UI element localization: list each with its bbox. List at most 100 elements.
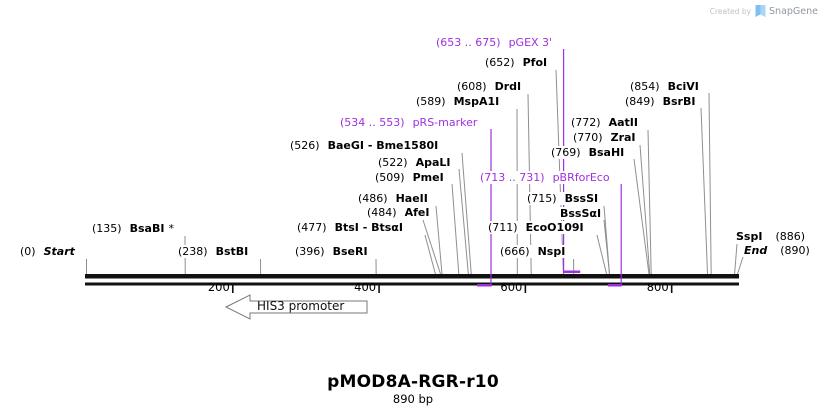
watermark-created-by: Created by [709, 6, 752, 16]
enzyme-label-EcoO109I[interactable]: (711)EcoO109I [488, 221, 584, 234]
enzyme-label-BsrBI[interactable]: (849) BsrBI [625, 95, 696, 108]
enzyme-name: BciVI [667, 80, 699, 93]
enzyme-position: (477) [297, 221, 327, 234]
enzyme-position: (770) [573, 131, 603, 144]
enzyme-label-BssSI[interactable]: (715)BssSI [527, 192, 599, 205]
ruler-tick-label-200: 200 [207, 280, 230, 294]
primer-name: pBRforEco [552, 171, 610, 184]
enzyme-name: PfoI [522, 56, 548, 69]
enzyme-connector-BaeGI [461, 152, 472, 275]
enzyme-position: (666) [500, 245, 530, 258]
enzyme-connector-BssSaI [603, 219, 610, 275]
enzyme-label-AatII[interactable]: (772)AatII [571, 116, 638, 129]
start-name: Start [43, 245, 75, 258]
start-position: (0) [20, 245, 36, 258]
enzyme-name: BaeGI - Bme1580I [327, 139, 439, 152]
enzyme-name: ZraI [610, 131, 636, 144]
enzyme-name: MspA1I [453, 95, 500, 108]
ruler-tick-600 [524, 283, 527, 293]
feature-label-his3-promoter[interactable]: HIS3 promoter [257, 299, 345, 313]
watermark-brand: SnapGene [769, 5, 818, 17]
enzyme-suffix: * [168, 222, 174, 235]
enzyme-position: (715) [527, 192, 557, 205]
enzyme-connector-SspI [734, 243, 738, 275]
enzyme-connector-BciVI [708, 92, 712, 275]
enzyme-position: (849) [625, 95, 655, 108]
end-position: (890) [780, 244, 810, 257]
enzyme-name: AfeI [404, 206, 430, 219]
enzyme-position: (608) [457, 80, 487, 93]
enzyme-connector-BsaHI [633, 158, 650, 275]
enzyme-label-BaeGI[interactable]: (526) BaeGI - Bme1580I [290, 139, 439, 152]
enzyme-connector-DrdI [527, 93, 532, 275]
enzyme-name: SspI [736, 230, 763, 243]
enzyme-connector-AatII [647, 129, 652, 275]
start-label: (0) Start [20, 245, 75, 258]
end-connector [737, 256, 744, 275]
ruler-tick-200 [231, 283, 234, 293]
enzyme-name: BtsI - BtsαI [334, 221, 403, 234]
enzyme-position: (135) [92, 222, 122, 235]
enzyme-name: ApaLI [415, 156, 451, 169]
enzyme-label-BciVI[interactable]: (854) BciVI [630, 80, 699, 93]
enzyme-position: (711) [488, 221, 518, 234]
enzyme-position: (509) [375, 171, 405, 184]
enzyme-label-SspI[interactable]: SspI(886) [736, 230, 806, 243]
enzyme-position: (526) [290, 139, 320, 152]
ruler-tick-label-800: 800 [646, 280, 669, 294]
enzyme-label-BseRI[interactable]: (396) BseRI [295, 245, 368, 258]
enzyme-label-PmeI[interactable]: (509) PmeI [375, 171, 444, 184]
enzyme-name: BseRI [332, 245, 368, 258]
enzyme-position: (396) [295, 245, 325, 258]
enzyme-label-HaeII[interactable]: (486)HaeII [358, 192, 428, 205]
enzyme-name: BsaBI [129, 222, 165, 235]
primer-range: (534 .. 553) [340, 116, 405, 129]
enzyme-label-BsaHI[interactable]: (769)BsaHI [551, 146, 625, 159]
enzyme-label-BstBI[interactable]: (238)BstBI [178, 245, 249, 258]
enzyme-connector-ZraI [639, 144, 651, 275]
ruler-bottom-strand [85, 282, 739, 286]
enzyme-position: (652) [485, 56, 515, 69]
primer-label-pBRforEco[interactable]: (713 .. 731)pBRforEco [480, 171, 610, 184]
enzyme-name: PmeI [412, 171, 444, 184]
feature-arrow-his3-promoter[interactable] [224, 294, 368, 320]
primer-label-pRS-marker[interactable]: (534 .. 553) pRS-marker [340, 116, 478, 129]
primer-label-pGEX-3[interactable]: (653 .. 675) pGEX 3' [436, 36, 553, 49]
enzyme-name: DrdI [494, 80, 522, 93]
enzyme-connector-HaeII [435, 205, 443, 275]
enzyme-label-AfeI[interactable]: (484)AfeI [367, 206, 430, 219]
enzyme-label-PfoI[interactable]: (652) PfoI [485, 56, 548, 69]
end-name: End [744, 244, 768, 257]
enzyme-name: BsaHI [588, 146, 625, 159]
enzyme-connector-BtsI [424, 234, 436, 275]
enzyme-name: NspI [537, 245, 566, 258]
primer-name: pGEX 3' [508, 36, 553, 49]
enzyme-position: (589) [416, 95, 446, 108]
primer-name: pRS-marker [412, 116, 478, 129]
primer-range: (653 .. 675) [436, 36, 501, 49]
enzyme-name: HaeII [395, 192, 428, 205]
snapgene-logo-icon [755, 5, 766, 17]
enzyme-label-BsaBI[interactable]: (135) BsaBI* [92, 222, 174, 235]
enzyme-name: BsrBI [662, 95, 696, 108]
primer-annealing-bar-pBRforEco [608, 284, 622, 287]
enzyme-label-NspI[interactable]: (666) NspI [500, 245, 566, 258]
ruler-top-strand [85, 274, 739, 279]
enzyme-connector-PmeI [451, 183, 460, 275]
enzyme-connector-BsrBI [700, 107, 709, 275]
enzyme-label-BssSaI[interactable]: BssSαI [560, 207, 602, 220]
enzyme-name: BstBI [215, 245, 249, 258]
enzyme-label-ZraI[interactable]: (770) ZraI [573, 131, 636, 144]
enzyme-label-ApaLI[interactable]: (522)ApaLI [378, 156, 451, 169]
enzyme-label-DrdI[interactable]: (608) DrdI [457, 80, 522, 93]
ruler-tick-label-600: 600 [500, 280, 523, 294]
enzyme-connector-AfeI [422, 219, 442, 275]
enzyme-label-BtsI[interactable]: (477) BtsI - BtsαI [297, 221, 403, 234]
enzyme-connector-ApaLI [458, 168, 469, 275]
enzyme-position: (854) [630, 80, 660, 93]
watermark: Created by SnapGene [710, 3, 818, 19]
enzyme-label-MspA1I[interactable]: (589) MspA1I [416, 95, 500, 108]
end-label: End (890) [744, 244, 810, 257]
plasmid-title: pMOD8A-RGR-r10 [327, 372, 499, 392]
